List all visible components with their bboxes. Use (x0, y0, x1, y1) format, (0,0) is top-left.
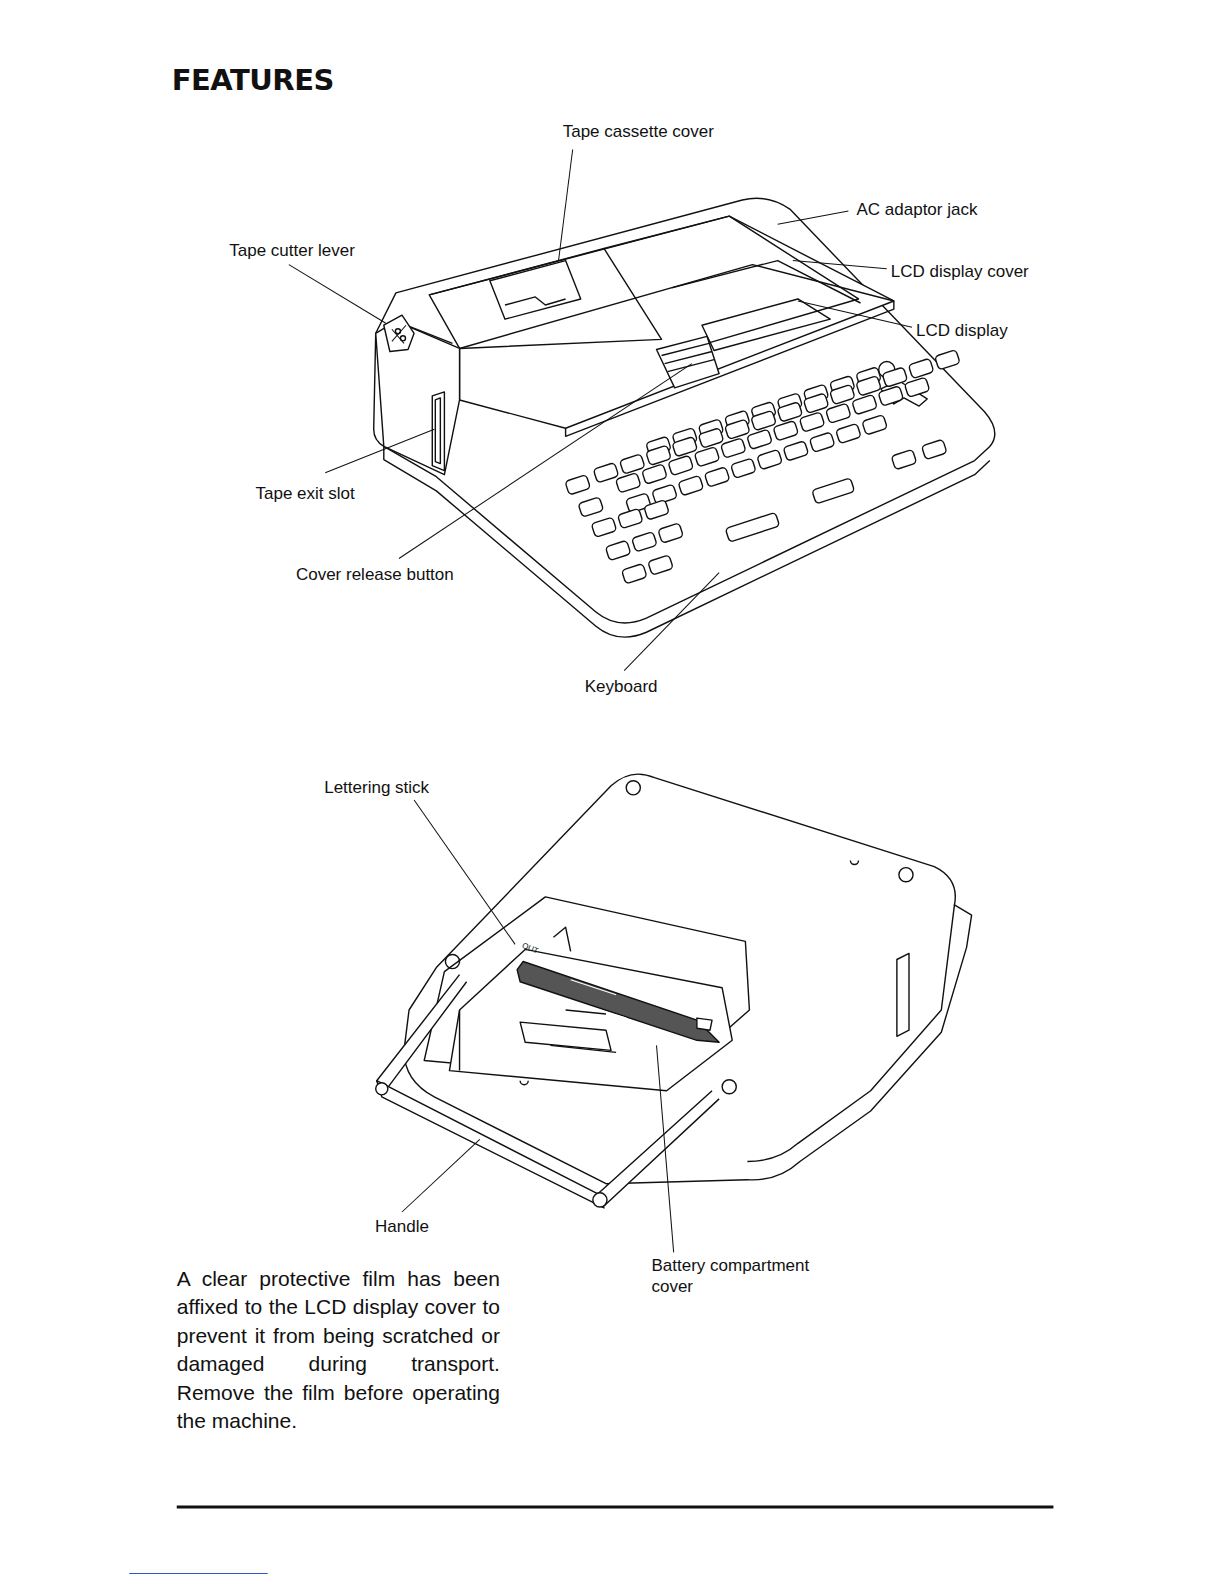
part-label: Cover release button (296, 564, 454, 585)
key (747, 429, 773, 449)
key (644, 500, 670, 520)
key (565, 475, 591, 495)
key (904, 377, 930, 397)
key (812, 478, 855, 504)
key (852, 394, 878, 414)
key (809, 432, 835, 452)
key (668, 455, 694, 475)
key (921, 439, 947, 459)
part-label: Keyboard (585, 676, 658, 697)
key (605, 540, 631, 560)
machine-drawing (129, 149, 1053, 1573)
part-label: Battery compartment cover (651, 1255, 843, 1297)
key (803, 393, 829, 413)
key (773, 421, 799, 441)
part-label: Tape cassette cover (563, 121, 714, 142)
key (617, 508, 643, 528)
key (908, 358, 934, 378)
note-text: A clear protective film has been affixed… (177, 1265, 500, 1436)
link-underline (129, 1573, 267, 1574)
key (725, 512, 779, 542)
key (856, 376, 882, 396)
key (591, 517, 617, 537)
key (836, 423, 862, 443)
key (725, 419, 751, 439)
part-label: Lettering stick (324, 777, 429, 798)
key (672, 436, 698, 456)
key (826, 403, 852, 423)
key (862, 415, 888, 435)
key (878, 386, 904, 406)
part-label: Tape exit slot (256, 483, 355, 504)
part-label: Handle (375, 1216, 429, 1237)
key (799, 412, 825, 432)
key (620, 454, 646, 474)
bottom-rule (177, 1505, 1054, 1508)
key (658, 523, 684, 543)
key (578, 497, 604, 517)
key (751, 410, 777, 430)
key (891, 449, 917, 469)
key (783, 441, 809, 461)
key (648, 555, 674, 575)
key (593, 463, 619, 483)
part-label: LCD display cover (891, 261, 1029, 282)
part-label: AC adaptor jack (856, 199, 977, 220)
key (694, 447, 720, 467)
page-title: FEATURES (172, 63, 334, 97)
key (698, 428, 724, 448)
key (615, 473, 641, 493)
key (632, 532, 658, 552)
key (622, 564, 648, 584)
key (882, 367, 908, 387)
key (777, 402, 803, 422)
key (646, 445, 672, 465)
key (642, 464, 668, 484)
leader-lines (289, 149, 912, 1252)
part-label: Tape cutter lever (229, 240, 355, 261)
key (678, 475, 704, 495)
part-label: LCD display (916, 320, 1008, 341)
key (731, 458, 757, 478)
key (830, 384, 856, 404)
key (935, 350, 961, 370)
key (721, 438, 747, 458)
key (704, 467, 730, 487)
key (757, 449, 783, 469)
